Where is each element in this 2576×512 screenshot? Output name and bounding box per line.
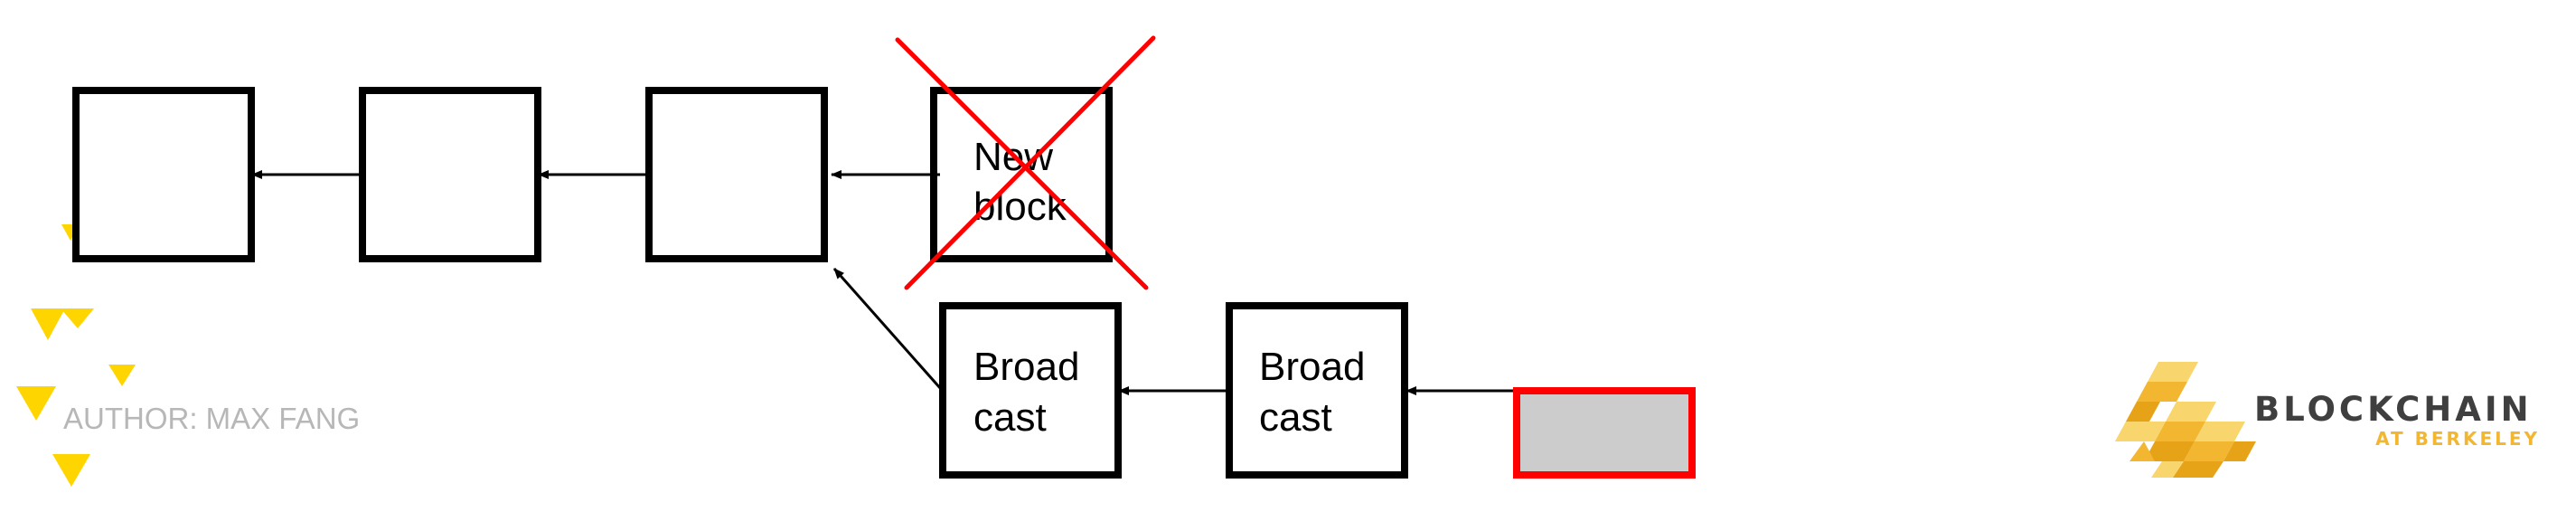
broadcast-block-2-label-line1: Broad [1259,345,1365,389]
triangle-shape [61,308,94,328]
logo-name: BLOCKCHAIN [2254,390,2533,429]
arrow-broadcast1-to-block3 [832,268,943,390]
triangle-shape [31,308,65,340]
author-credit: AUTHOR: MAX FANG [63,402,360,435]
broadcast-block-2-label-line2: cast [1259,395,1332,440]
triangle-shape [16,386,56,421]
broadcast-block-1 [939,302,1122,479]
logo-mark-icon [2115,362,2256,478]
chain-block-2 [359,87,541,262]
chain-arrows [251,170,1513,395]
chain-block-1 [72,87,255,262]
decorative-triangles [16,224,136,487]
broadcast-block-1-label-line2: cast [973,395,1047,440]
logo-subtitle: AT BERKELEY [2375,428,2540,450]
broadcast-block-2 [1226,302,1408,479]
chain-block-3 [645,87,828,262]
broadcast-block-1-label-line1: Broad [973,345,1079,389]
pending-block [1513,387,1696,479]
blockchain-at-berkeley-logo: BLOCKCHAIN AT BERKELEY [2115,362,2540,478]
triangle-shape [52,454,90,487]
rejected-cross-icon [895,35,1156,290]
triangle-shape [108,365,136,386]
